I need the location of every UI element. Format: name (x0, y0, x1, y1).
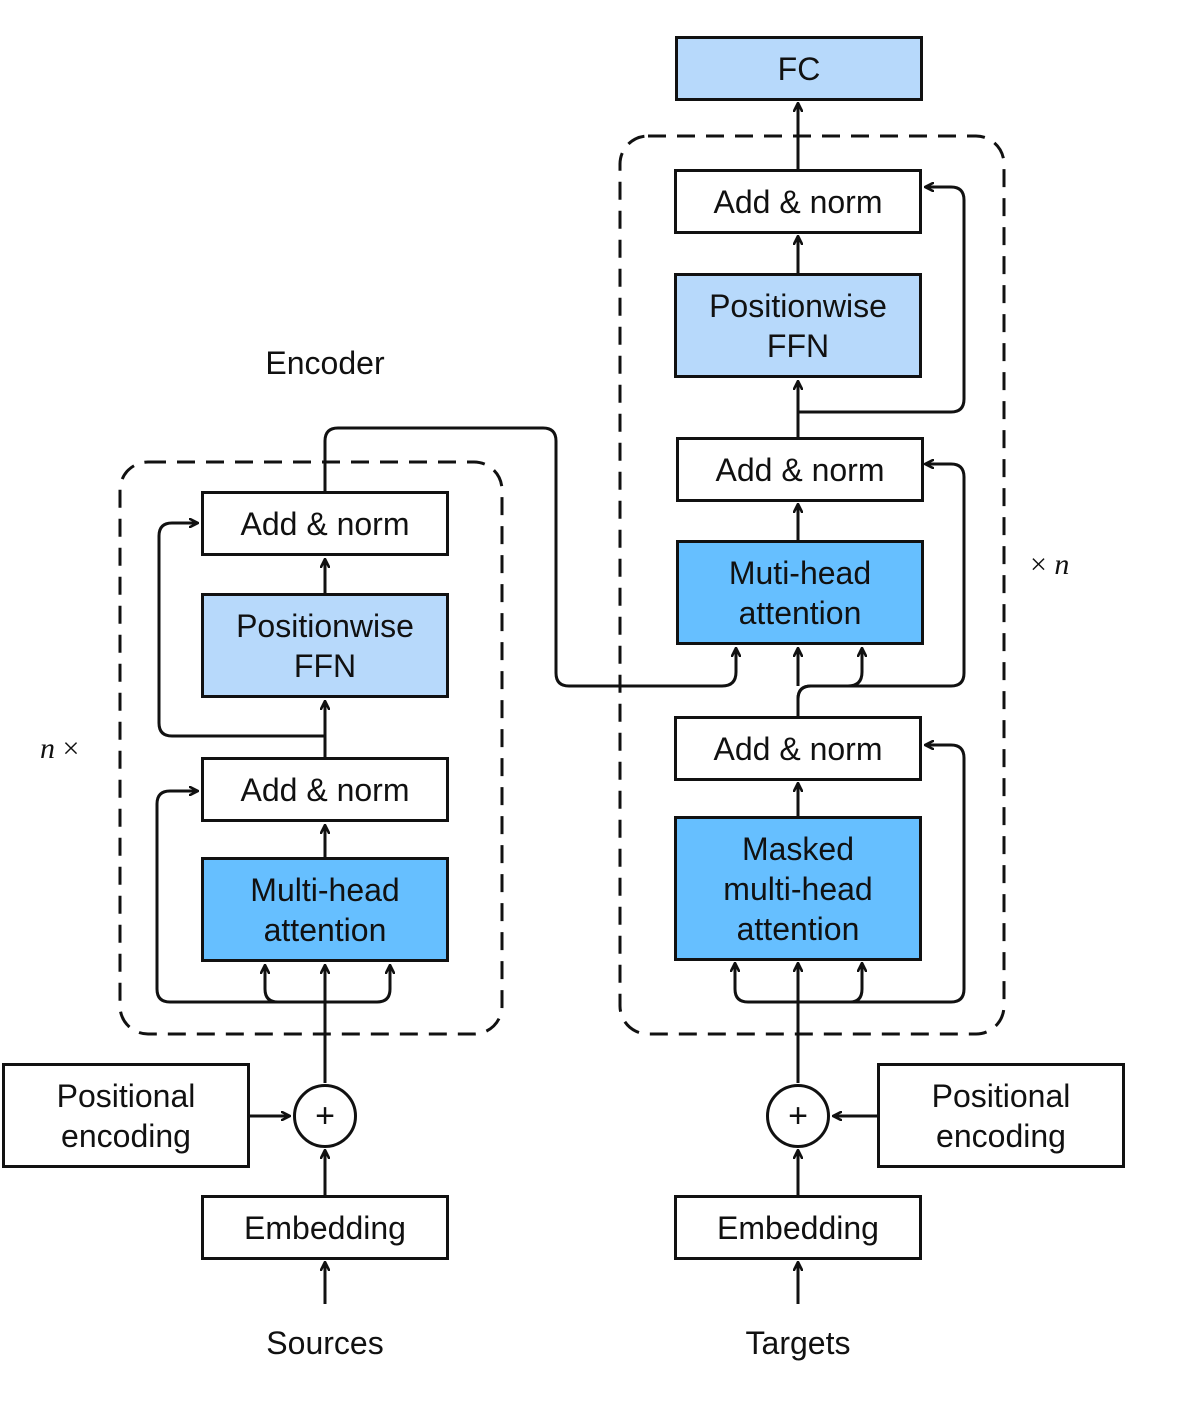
encoder-title: Encoder (265, 345, 385, 381)
encoder-add-operator: + (293, 1084, 357, 1148)
encoder-input-sources: Sources (266, 1325, 384, 1361)
decoder-positionwise-ffn: Positionwise FFN (674, 273, 922, 378)
decoder-repeat-label: × n (1030, 548, 1069, 582)
encoder-repeat-label: n × (40, 732, 79, 766)
decoder-cross-attention: Muti-head attention (676, 540, 924, 645)
encoder-repeat-times: × (62, 732, 80, 765)
decoder-add-norm-middle: Add & norm (676, 437, 924, 502)
encoder-multi-head-attention: Multi-head attention (201, 857, 449, 962)
decoder-block-outline (618, 134, 1006, 1036)
decoder-add-operator: + (766, 1084, 830, 1148)
decoder-embedding: Embedding (674, 1195, 922, 1260)
encoder-add-norm-bottom: Add & norm (201, 757, 449, 822)
decoder-add-norm-top: Add & norm (674, 169, 922, 234)
encoder-add-norm-top: Add & norm (201, 491, 449, 556)
encoder-positionwise-ffn: Positionwise FFN (201, 593, 449, 698)
decoder-repeat-times: × (1030, 548, 1047, 581)
decoder-add-norm-bottom: Add & norm (674, 716, 922, 781)
decoder-input-targets: Targets (745, 1325, 851, 1361)
encoder-embedding: Embedding (201, 1195, 449, 1260)
decoder-repeat-n: n (1054, 548, 1070, 581)
decoder-masked-multi-head-attention: Masked multi-head attention (674, 816, 922, 961)
encoder-repeat-n: n (40, 732, 55, 765)
decoder-fc: FC (675, 36, 923, 101)
encoder-positional-encoding: Positional encoding (2, 1063, 250, 1168)
encoder-block-outline (118, 460, 504, 1036)
decoder-positional-encoding: Positional encoding (877, 1063, 1125, 1168)
